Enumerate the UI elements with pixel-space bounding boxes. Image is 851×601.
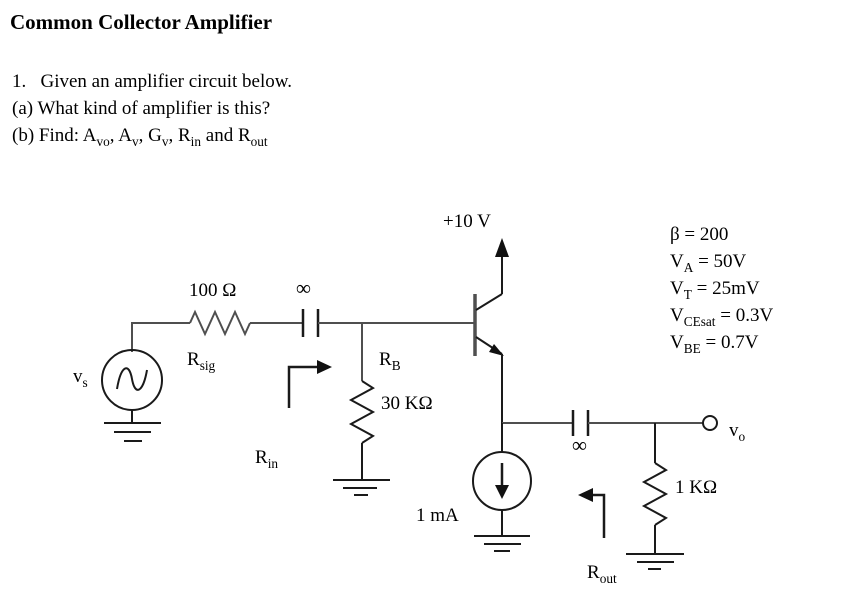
input-cap-infinity-label: ∞ [296, 276, 311, 300]
problem-line-2: (a) What kind of amplifier is this? [12, 98, 271, 119]
ground-symbol [474, 535, 530, 552]
rb-resistor [333, 323, 390, 496]
vs-source [101, 322, 190, 442]
down-arrowhead-icon [495, 485, 509, 499]
ground-symbol [626, 553, 684, 570]
rsig-value-label: 100 Ω [189, 280, 237, 301]
right-arrowhead-icon [317, 360, 332, 374]
problem-line-3: (b) Find: Avo, Av, Gv, Rin and Rout [12, 125, 268, 149]
rsig-zigzag [189, 309, 251, 337]
source-name-label: vs [73, 366, 88, 390]
rsig-name-label: Rsig [187, 349, 216, 373]
input-wire [131, 322, 190, 352]
problem-line-1: 1. Given an amplifier circuit below. [12, 71, 292, 92]
bjt-transistor [473, 257, 504, 423]
rout-arrow [578, 488, 606, 538]
output-coupling-capacitor [571, 410, 703, 436]
page-title: Common Collector Amplifier [10, 10, 273, 34]
output-name-label: vo [729, 420, 746, 444]
load-value-label: 1 KΩ [675, 477, 718, 498]
load-resistor [626, 423, 684, 570]
left-arrowhead-icon [578, 488, 593, 502]
collector-line [475, 293, 503, 311]
problem-statement: 1. Given an amplifier circuit below. (a)… [12, 68, 292, 149]
rsig-resistor [189, 309, 303, 337]
input-coupling-capacitor [301, 309, 474, 337]
load-zigzag [641, 462, 669, 526]
rin-arrow [287, 360, 332, 408]
param-va: VA = 50V [670, 251, 747, 275]
ground-symbol [104, 422, 161, 442]
up-arrowhead-icon [495, 238, 509, 257]
bias-current-label: 1 mA [416, 505, 459, 526]
param-vcesat: VCEsat = 0.3V [670, 305, 774, 329]
ground-symbol [333, 479, 390, 496]
rb-value-label: 30 KΩ [381, 393, 433, 414]
sine-wave-icon [116, 367, 148, 391]
param-vbe: VBE = 0.7V [670, 332, 759, 356]
output-cap-infinity-label: ∞ [572, 433, 587, 457]
rout-name-label: Rout [587, 562, 617, 586]
param-beta: β = 200 [670, 224, 729, 245]
emitter-arrowhead-icon [489, 344, 504, 356]
supply-voltage-label: +10 V [443, 211, 491, 232]
output-terminal [702, 415, 718, 431]
rin-name-label: Rin [255, 447, 279, 471]
transistor-parameters: β = 200 VA = 50V VT = 25mV VCEsat = 0.3V… [670, 221, 773, 356]
param-vt: VT = 25mV [670, 278, 760, 302]
rb-name-label: RB [379, 349, 401, 373]
rb-zigzag [348, 380, 376, 444]
supply-arrow [495, 238, 509, 257]
bias-current-source [472, 423, 532, 552]
